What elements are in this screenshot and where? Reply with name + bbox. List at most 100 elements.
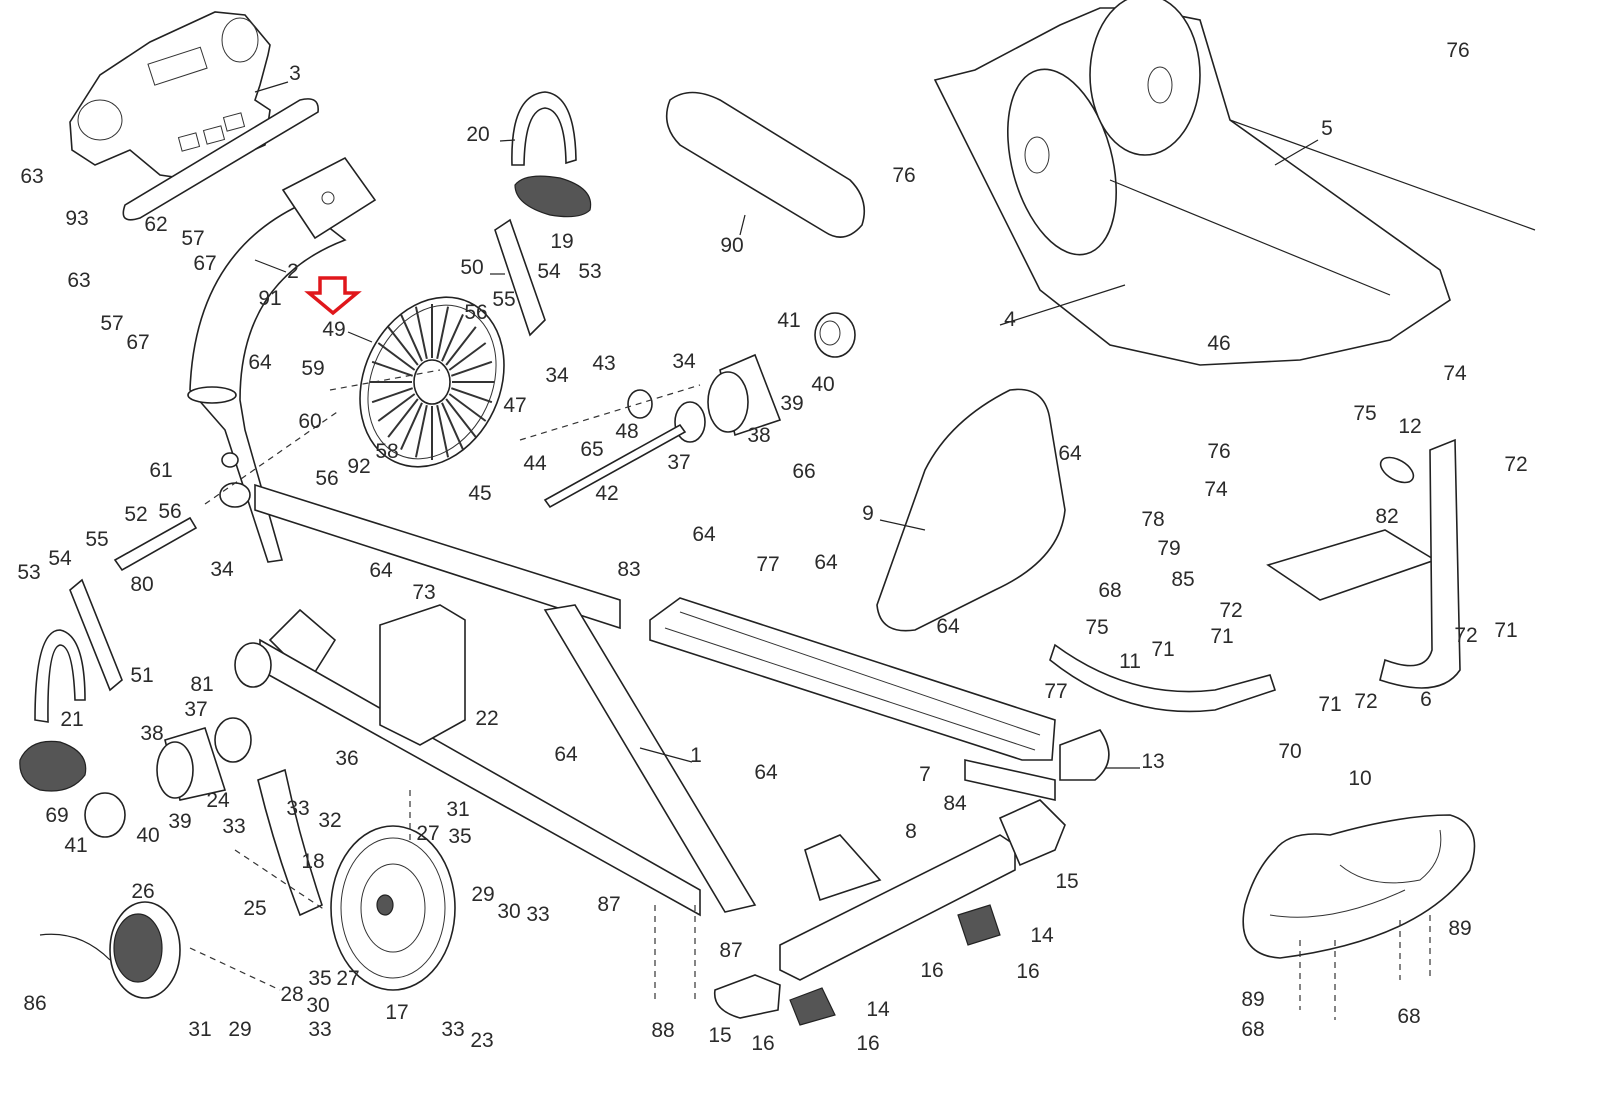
brake-pad-18 [257, 768, 323, 917]
part-label-37: 37 [184, 698, 207, 721]
down-arrow-icon [304, 276, 362, 316]
part-label-34: 34 [210, 558, 234, 581]
part-label-26: 26 [131, 880, 154, 903]
part-label-27: 27 [416, 822, 439, 845]
wheel-17 [330, 825, 456, 991]
part-label-52: 52 [124, 503, 147, 526]
part-label-82: 82 [1375, 505, 1398, 528]
part-label-89: 89 [1241, 988, 1264, 1011]
spoke [377, 393, 416, 422]
part-label-57: 57 [100, 312, 123, 335]
spoke [436, 306, 450, 360]
part-label-76: 76 [892, 164, 915, 187]
part-label-72: 72 [1219, 599, 1242, 622]
spoke [377, 342, 416, 371]
part-label-53: 53 [17, 561, 40, 584]
stabilizer-8 [713, 799, 1066, 1026]
spoke [387, 398, 419, 438]
part-label-81: 81 [190, 673, 213, 696]
part-label-51: 51 [130, 664, 153, 687]
spoke [436, 404, 450, 458]
part-label-12: 12 [1398, 415, 1421, 438]
part-label-41: 41 [64, 834, 87, 857]
part-label-28: 28 [280, 983, 303, 1006]
spoke [400, 314, 423, 362]
part-label-68: 68 [1098, 579, 1121, 602]
part-label-79: 79 [1157, 537, 1180, 560]
part-label-19: 19 [550, 230, 573, 253]
part-label-92: 92 [347, 455, 370, 478]
part-label-11: 11 [1119, 650, 1141, 673]
part-label-1: 1 [690, 744, 702, 767]
part-label-57: 57 [181, 227, 204, 250]
part-label-71: 71 [1210, 625, 1233, 648]
part-label-31: 31 [188, 1018, 211, 1041]
part-label-47: 47 [503, 394, 526, 417]
pedal-right [494, 91, 592, 337]
part-label-13: 13 [1141, 750, 1164, 773]
part-label-77: 77 [756, 553, 779, 576]
part-label-71: 71 [1151, 638, 1174, 661]
part-label-76: 76 [1446, 39, 1469, 62]
part-label-35: 35 [308, 967, 331, 990]
axle-52 [113, 516, 198, 572]
spoke [445, 398, 477, 438]
seat-10 [1242, 814, 1476, 959]
part-label-72: 72 [1354, 690, 1377, 713]
part-label-44: 44 [523, 452, 547, 475]
spoke [445, 326, 477, 366]
part-label-88: 88 [651, 1019, 674, 1042]
part-label-55: 55 [85, 528, 108, 551]
part-label-33: 33 [526, 903, 549, 926]
part-label-6: 6 [1420, 688, 1432, 711]
part-label-78: 78 [1141, 508, 1164, 531]
spoke [450, 360, 493, 377]
part-label-43: 43 [592, 352, 615, 375]
part-label-10: 10 [1348, 767, 1371, 790]
part-label-45: 45 [468, 482, 491, 505]
part-label-36: 36 [335, 747, 358, 770]
spoke [441, 314, 464, 362]
part-label-25: 25 [243, 897, 266, 920]
part-label-49: 49 [322, 318, 345, 341]
spoke [414, 404, 428, 458]
magnet-wheel-26 [39, 901, 181, 999]
part-label-33: 33 [222, 815, 245, 838]
part-label-27: 27 [336, 967, 359, 990]
part-label-3: 3 [289, 62, 301, 85]
part-label-8: 8 [905, 820, 917, 843]
spoke [371, 360, 414, 377]
dashed-guides [189, 369, 1431, 1020]
part-label-73: 73 [412, 581, 435, 604]
part-label-64: 64 [814, 551, 838, 574]
part-label-60: 60 [298, 410, 321, 433]
bracket-part [379, 604, 466, 746]
leader-lines [254, 81, 1319, 769]
part-label-75: 75 [1085, 616, 1108, 639]
part-label-34: 34 [672, 350, 696, 373]
part-label-32: 32 [318, 809, 341, 832]
part-label-55: 55 [492, 288, 515, 311]
part-label-67: 67 [193, 252, 216, 275]
part-label-56: 56 [158, 500, 181, 523]
part-label-23: 23 [470, 1029, 493, 1052]
part-label-64: 64 [248, 351, 272, 374]
part-label-64: 64 [1058, 442, 1082, 465]
part-label-5: 5 [1321, 117, 1333, 140]
part-label-71: 71 [1494, 619, 1517, 642]
part-label-86: 86 [23, 992, 46, 1015]
part-label-64: 64 [554, 743, 578, 766]
part-label-33: 33 [286, 797, 309, 820]
rail-7 [649, 597, 1056, 761]
part-label-64: 64 [369, 559, 393, 582]
part-label-21: 21 [60, 708, 83, 731]
part-label-14: 14 [1030, 924, 1054, 947]
part-label-2: 2 [287, 260, 299, 283]
seat-frame [1049, 438, 1461, 713]
part-label-64: 64 [692, 523, 716, 546]
part-label-54: 54 [48, 547, 72, 570]
spoke [400, 402, 423, 450]
part-label-33: 33 [441, 1018, 464, 1041]
part-label-40: 40 [811, 373, 834, 396]
